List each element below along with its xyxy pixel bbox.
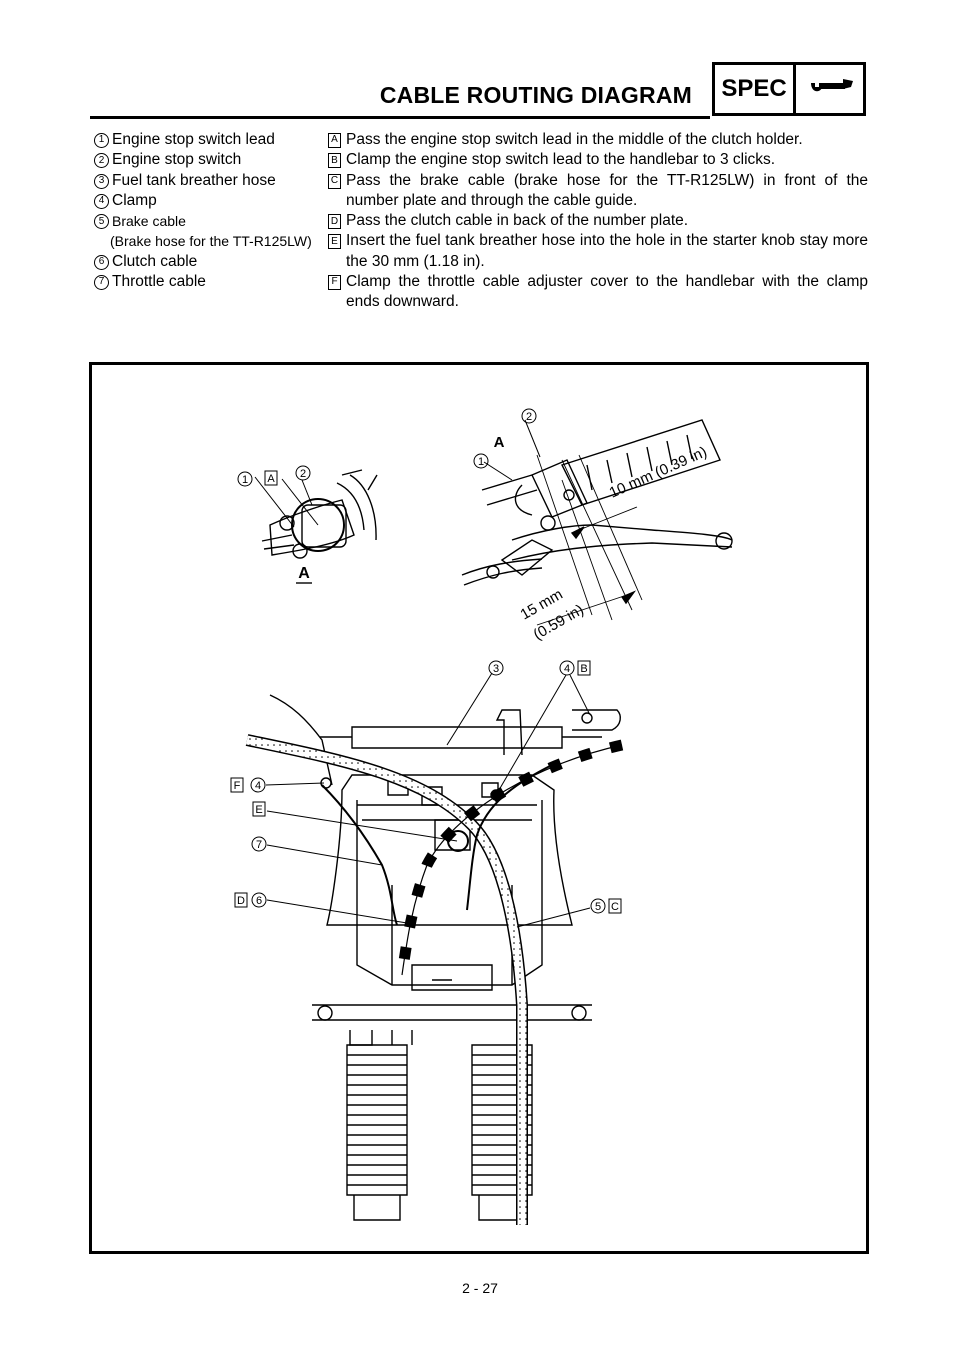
legend-label: (Brake hose for the TT-R125LW)	[110, 233, 312, 250]
legend-label: Engine stop switch lead	[112, 131, 275, 148]
note-item: B Clamp the engine stop switch lead to th…	[328, 150, 868, 170]
callout-1: 1	[478, 456, 484, 468]
note-text: Clamp the throttle cable adjuster cover …	[346, 273, 868, 311]
callout-box-e: E	[255, 804, 262, 816]
callout-4: 4	[564, 663, 570, 675]
dimension-10mm: 10 mm (0.39 in)	[607, 443, 710, 501]
note-item: C Pass the brake cable (brake hose for th…	[328, 171, 868, 212]
note-letter: A	[328, 133, 341, 148]
callout-number: 3	[94, 173, 109, 189]
detail-a-label: A	[298, 565, 310, 582]
callout-4: 4	[255, 780, 261, 792]
note-text: Pass the brake cable (brake hose for the…	[346, 171, 868, 209]
note-text: Insert the fuel tank breather hose into …	[346, 232, 868, 270]
callout-6: 6	[256, 895, 262, 907]
lever-assembly: 1 2 A 10 mm (0.39 in) 15 mm (0.59 in)	[461, 408, 733, 643]
callout-number: 2	[94, 153, 109, 169]
legend-label: Throttle cable	[112, 273, 206, 291]
section-badge: SPEC	[712, 62, 866, 116]
legend-label: Clamp	[112, 191, 157, 209]
callout-box-c: C	[611, 901, 619, 913]
callout-number: 1	[94, 133, 109, 148]
callout-box-a: A	[267, 473, 275, 485]
detail-a-switch: 1 A 2 A	[237, 465, 378, 584]
callout-number: 6	[94, 254, 109, 270]
legend-label: Brake cable	[112, 213, 186, 230]
page-number: 2 - 27	[462, 1280, 498, 1296]
callout-box-b: B	[580, 663, 587, 675]
note-letter: B	[328, 153, 341, 169]
page-title: CABLE ROUTING DIAGRAM	[379, 82, 692, 108]
callout-2: 2	[300, 468, 306, 480]
note-text: Pass the clutch cable in back of the num…	[346, 212, 689, 230]
header-rule	[90, 116, 710, 119]
note-item: F Clamp the throttle cable adjuster cover…	[328, 272, 868, 313]
routing-notes: A Pass the engine stop switch lead in the…	[328, 130, 868, 313]
callout-5: 5	[595, 901, 601, 913]
note-item: A Pass the engine stop switch lead in the…	[328, 130, 868, 150]
note-letter: C	[328, 173, 341, 189]
legend-label: Clutch cable	[112, 252, 198, 270]
front-view: 3 4 B F 4 E 7 D 6 5 C	[230, 660, 624, 1225]
callout-box-d: D	[237, 895, 245, 907]
fork-boot-left	[346, 1044, 408, 1221]
routing-illustration: 1 A 2 A	[230, 408, 733, 1225]
legend-label: Engine stop switch	[112, 151, 242, 169]
legend-item-note: (Brake hose for the TT-R125LW)	[94, 231, 324, 251]
note-letter: E	[328, 234, 341, 250]
note-letter: F	[328, 275, 341, 291]
wrench-icon	[796, 65, 863, 113]
callout-box-f: F	[234, 780, 241, 792]
cable-routing-figure: 1 A 2 A	[89, 362, 869, 1254]
callout-1: 1	[242, 474, 248, 486]
legend-label: Fuel tank breather hose	[112, 171, 276, 189]
callout-number: 4	[94, 193, 109, 209]
page-header: CABLE ROUTING DIAGRAM SPEC	[90, 62, 868, 119]
note-letter: D	[328, 214, 341, 230]
note-item: E Insert the fuel tank breather hose into…	[328, 231, 868, 272]
callout-2: 2	[526, 411, 532, 423]
callout-number: 7	[94, 275, 109, 291]
callout-3: 3	[493, 663, 499, 675]
section-label: SPEC	[715, 65, 796, 113]
callout-7: 7	[256, 839, 262, 851]
note-text: Clamp the engine stop switch lead to the…	[346, 151, 776, 169]
note-text: Pass the engine stop switch lead in the …	[346, 131, 803, 148]
callout-number: 5	[94, 214, 109, 230]
view-a-label: A	[494, 434, 505, 451]
note-item: D Pass the clutch cable in back of the nu…	[328, 211, 868, 231]
